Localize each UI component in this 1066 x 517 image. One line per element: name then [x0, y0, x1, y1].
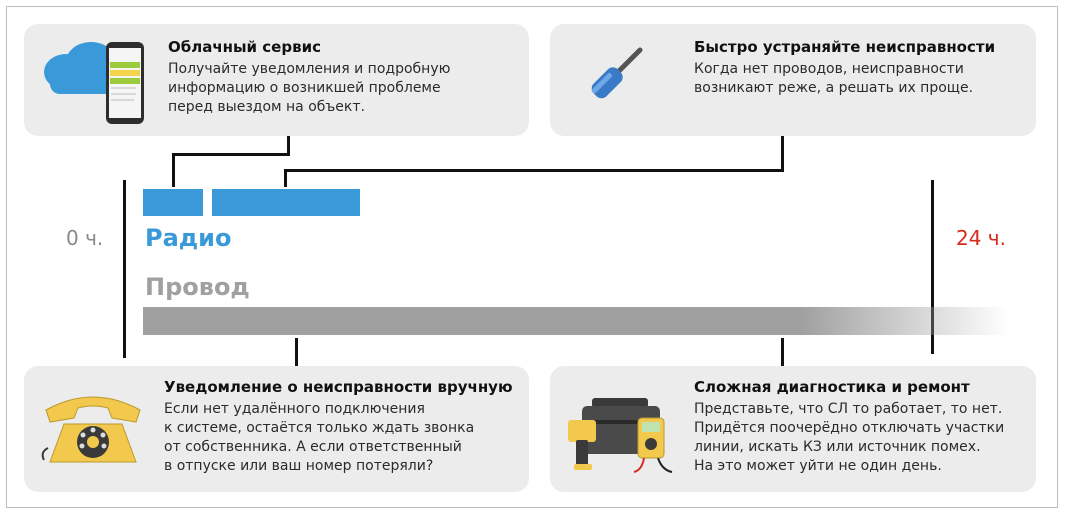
wire-bar: [143, 307, 1009, 335]
connector-fix-down: [781, 136, 784, 172]
connector-manual-up: [295, 338, 298, 366]
card-manual-line: к системе, остаётся только ждать звонка: [164, 420, 475, 436]
card-diag-line: линии, искать КЗ или источник помех.: [694, 439, 981, 455]
card-diag-text: Представьте, что СЛ то работает, то нет.…: [694, 400, 1004, 476]
connector-cloud-down: [287, 136, 290, 156]
card-cloud-title: Облачный сервис: [168, 38, 321, 56]
screwdriver-icon: [591, 47, 643, 99]
card-fix-text: Когда нет проводов, неисправности возник…: [694, 60, 973, 98]
card-manual-line: Если нет удалённого подключения: [164, 401, 425, 417]
radio-label: Радио: [145, 224, 232, 252]
card-manual-title: Уведомление о неисправности вручную: [164, 378, 513, 396]
card-quick-fix: Быстро устраняйте неисправности Когда не…: [550, 24, 1036, 136]
card-cloud-line: Получайте уведомления и подробную: [168, 61, 451, 77]
toolbox-multimeter-icon: [568, 398, 673, 473]
timeline-end-label: 24 ч.: [956, 226, 1006, 250]
card-diag-line: Представьте, что СЛ то работает, то нет.: [694, 401, 1003, 417]
card-manual-line: в отпуске или ваш номер потеряли?: [164, 458, 434, 474]
connector-diag-up: [781, 338, 784, 366]
diagram-frame: [6, 6, 1058, 508]
connector-fix-to-radio: [284, 169, 287, 187]
radio-bar-2: [212, 189, 360, 216]
card-manual-notify: Уведомление о неисправности вручную Если…: [24, 366, 529, 492]
card-fix-line: Когда нет проводов, неисправности: [694, 61, 964, 77]
card-fix-line: возникают реже, а решать их проще.: [694, 80, 974, 96]
wire-label: Провод: [145, 273, 250, 301]
card-diag-title: Сложная диагностика и ремонт: [694, 378, 970, 396]
card-cloud-line: перед выездом на объект.: [168, 99, 365, 115]
connector-fix-horizontal: [284, 169, 784, 172]
card-diagnostics: Сложная диагностика и ремонт Представьте…: [550, 366, 1036, 492]
card-fix-title: Быстро устраняйте неисправности: [694, 38, 996, 56]
timeline-start-label: 0 ч.: [66, 226, 104, 250]
card-cloud-service: Облачный сервис Получайте уведомления и …: [24, 24, 529, 136]
time-axis-dashed-line: [42, 262, 1022, 266]
card-cloud-text: Получайте уведомления и подробную информ…: [168, 60, 450, 117]
timeline-end-marker: [931, 180, 934, 354]
timeline-start-marker: [123, 180, 126, 358]
telephone-icon: [41, 396, 141, 463]
card-diag-line: На это может уйти не один день.: [694, 458, 942, 474]
connector-cloud-to-radio: [172, 153, 175, 187]
card-cloud-line: информацию о возникшей проблеме: [168, 80, 441, 96]
card-diag-line: Придётся поочерёдно отключать участки: [694, 420, 1005, 436]
radio-bar-1: [143, 189, 203, 216]
cloud-phone-icon: [44, 42, 144, 124]
connector-cloud-horizontal: [172, 153, 290, 156]
card-manual-line: от собственника. А если ответственный: [164, 439, 462, 455]
card-manual-text: Если нет удалённого подключения к систем…: [164, 400, 474, 476]
